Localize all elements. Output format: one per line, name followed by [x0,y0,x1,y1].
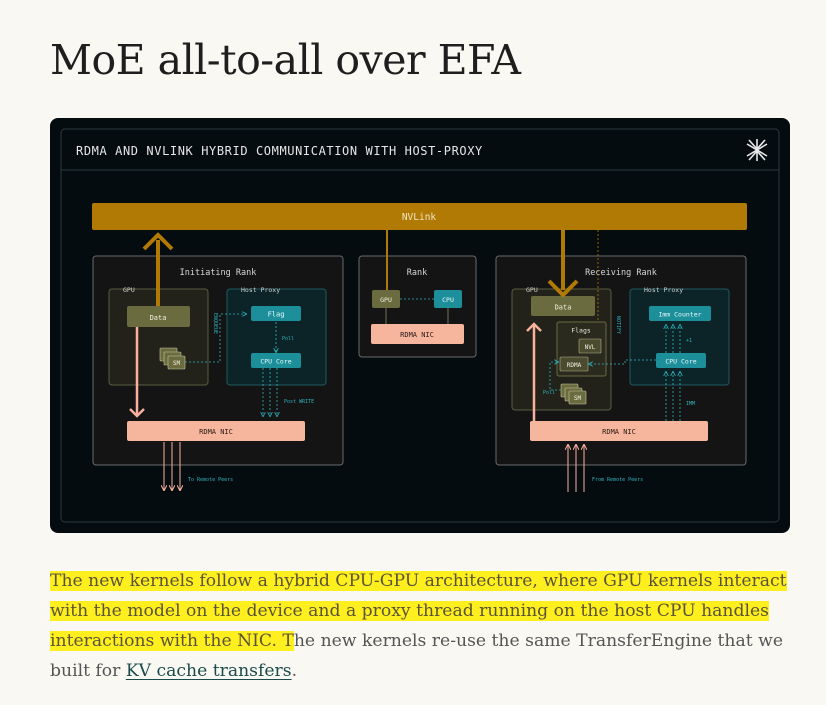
receiving-imm-label: IMM [686,401,695,407]
middle-nic-label: RDMA NIC [400,331,434,339]
initiating-host-proxy-box [226,288,327,386]
receiving-imm-counter-block [649,306,711,321]
initiating-data-block [127,306,190,327]
receiving-cpu-core-block [656,353,706,368]
to-peers-label: To Remote Peers [188,477,233,483]
receiving-nvlink-arrowhead [547,279,579,298]
receiving-rank-title: Receiving Rank [585,268,657,278]
receiving-flags-label: Flags [571,327,591,335]
initiating-gpu-label: GPU [123,286,135,294]
asterisk-logo-icon [746,139,768,161]
figure-frame [60,128,780,523]
receiving-host-proxy-box [629,288,730,386]
receiving-host-proxy-label: Host Proxy [644,286,683,294]
receiving-plus-one-label: +1 [686,338,692,344]
initiating-nvlink-arrowhead [142,232,174,251]
from-peers-label: From Remote Peers [592,477,643,483]
receiving-poll-label: Poll [543,390,555,396]
architecture-diagram: RDMA AND NVLINK HYBRID COMMUNICATION WIT… [50,118,790,533]
middle-gpu-block [372,290,400,308]
figure-heading: RDMA AND NVLINK HYBRID COMMUNICATION WIT… [76,144,483,158]
receiving-data-label: Data [555,304,572,312]
middle-rdma-nic [371,324,464,344]
receiving-notify-path [589,359,656,364]
receiving-sm-label: SM [574,395,582,402]
initiating-cpu-core-block [251,353,301,368]
middle-rank-title: Rank [407,268,427,278]
initiating-rdma-nic [127,421,305,441]
initiating-sm-label: SM [173,360,181,367]
body-paragraph: The new kernels follow a hybrid CPU-GPU … [50,566,790,686]
receiving-nic-to-data-arrowhead [526,322,542,332]
page-title: MoE all-to-all over EFA [50,36,521,84]
initiating-sm-block [167,355,186,370]
receiving-side-label: NOTIFY [615,316,621,334]
middle-gpu-label: GPU [380,296,392,304]
initiating-flag-block [251,306,301,321]
initiating-host-proxy-label: Host Proxy [241,286,280,294]
receiving-rdma-nic [530,421,708,441]
nvlink-label: NVLink [402,212,437,223]
receiving-rdma-label: RDMA [567,362,582,369]
receiving-rdma-block [559,356,589,372]
initiating-poll-label: Poll [282,336,294,342]
receiving-nvl-label: NVL [585,344,596,351]
receiving-poll-path [549,362,561,391]
initiating-side-label: ENQUEUE [212,313,218,334]
initiating-flag-label: Flag [268,311,285,319]
receiving-nvl-block [578,338,602,354]
receiving-cpu-core-label: CPU Core [665,358,696,366]
nvlink-bar [92,203,747,230]
initiating-enqueue-path [185,314,246,363]
kv-cache-transfers-link[interactable]: KV cache transfers [125,661,292,681]
initiating-rank-title: Initiating Rank [180,268,257,278]
initiating-nic-label: RDMA NIC [199,428,233,436]
initiating-data-label: Data [150,314,167,322]
receiving-gpu-label: GPU [526,286,538,294]
receiving-nic-label: RDMA NIC [602,428,636,436]
receiving-data-block [531,296,595,316]
plain-text: he new kernels re-use the same TransferE… [50,631,783,681]
initiating-cpu-core-label: CPU Core [260,358,291,366]
initiating-post-write-label: Post WRITE [284,399,314,405]
middle-cpu-label: CPU [442,296,454,304]
initiating-data-to-nic-arrowhead [129,408,145,418]
middle-cpu-block [434,290,462,308]
paragraph-end: . [291,661,298,681]
receiving-imm-counter-label: Imm Counter [658,311,701,319]
receiving-sm-block [568,390,587,405]
